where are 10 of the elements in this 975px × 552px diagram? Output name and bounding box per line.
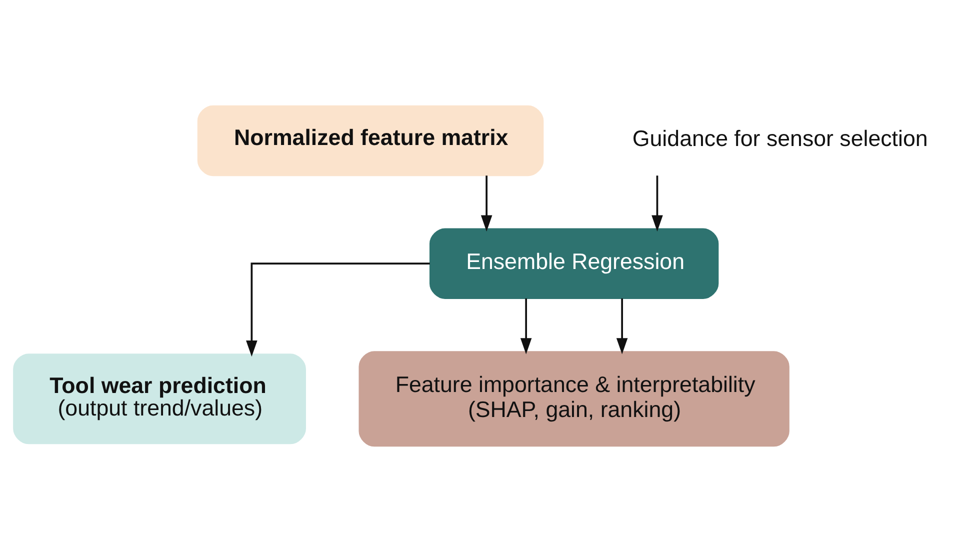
arrow <box>520 298 532 354</box>
arrow <box>652 176 663 232</box>
node-text: Guidance for sensor selection <box>632 126 928 152</box>
arrow <box>480 176 492 232</box>
node-box: Feature importance & interpretability (SHAP, gain, ranking) <box>358 351 790 447</box>
node-box: Tool wear prediction (output trend/values) <box>13 354 306 444</box>
node-box: Normalized feature matrix <box>197 105 544 176</box>
arrow <box>246 262 430 357</box>
arrow <box>616 298 628 354</box>
node-box: Ensemble Regression <box>429 228 719 299</box>
